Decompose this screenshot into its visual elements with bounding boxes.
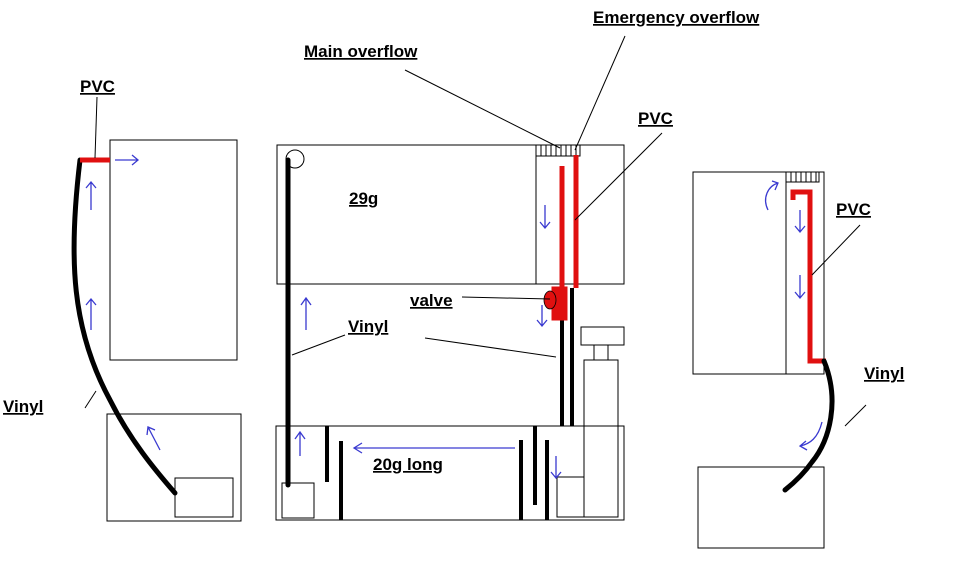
vinyl-middle-leader-right	[424, 337, 557, 358]
arrow-up-icon	[294, 430, 306, 456]
skimmer-cup	[556, 476, 585, 518]
left-vinyl-leader	[84, 390, 97, 409]
valve-handle	[543, 290, 557, 310]
right-lower-tank	[697, 466, 825, 549]
display-tank-29g	[276, 144, 625, 285]
right-diagram	[692, 171, 867, 549]
arrow-curve-icon	[798, 421, 823, 451]
label-pvc-middle: PVC	[638, 109, 673, 128]
arrow-curve-icon	[764, 180, 779, 211]
arrow-down-icon	[536, 305, 548, 328]
overflow-teeth	[535, 144, 581, 157]
label-vinyl-middle: Vinyl	[348, 317, 388, 336]
arrow-up-icon	[85, 297, 97, 330]
arrow-up-left-icon	[146, 426, 161, 451]
right-overflow-teeth	[785, 171, 820, 183]
label-vinyl-right: Vinyl	[864, 364, 904, 383]
arrow-down-icon	[794, 210, 806, 234]
left-upper-tank	[109, 139, 238, 361]
arrow-left-icon	[352, 442, 515, 454]
skimmer-body	[583, 359, 619, 518]
left-lower-tank	[106, 413, 242, 522]
return-pump	[281, 482, 315, 519]
pvc-middle-leader	[574, 132, 663, 221]
main-overflow-leader	[404, 69, 561, 149]
arrow-up-icon	[85, 180, 97, 210]
label-20g-long: 20g long	[373, 455, 443, 474]
right-pvc-leader	[811, 224, 861, 276]
emergency-overflow-leader	[574, 35, 626, 151]
label-emergency-overflow: Emergency overflow	[593, 8, 760, 27]
right-upper-tank	[692, 171, 825, 375]
label-pvc-left: PVC	[80, 77, 115, 96]
arrow-down-icon	[550, 456, 562, 480]
left-pump	[174, 477, 234, 518]
vinyl-middle-leader-left	[291, 334, 346, 356]
sump-tank-20g	[275, 425, 625, 521]
right-vinyl-tube	[782, 358, 835, 493]
arrow-down-icon	[539, 205, 551, 230]
middle-diagram	[275, 35, 663, 521]
right-vinyl-leader	[844, 404, 867, 427]
right-pvc-pipe	[790, 189, 826, 364]
skimmer-top	[580, 326, 625, 346]
label-pvc-right: PVC	[836, 200, 871, 219]
valve-leader	[461, 296, 551, 300]
label-main-overflow: Main overflow	[304, 42, 418, 61]
arrow-down-icon	[794, 275, 806, 300]
label-29g: 29g	[349, 189, 378, 208]
label-valve: valve	[410, 291, 453, 310]
label-vinyl-left: Vinyl	[3, 397, 43, 416]
left-pvc-leader	[94, 96, 98, 159]
arrow-right-icon	[115, 154, 140, 166]
skimmer-neck	[593, 344, 609, 361]
left-vinyl-tube	[71, 157, 178, 496]
arrow-up-icon	[300, 296, 312, 330]
left-diagram	[71, 96, 242, 522]
